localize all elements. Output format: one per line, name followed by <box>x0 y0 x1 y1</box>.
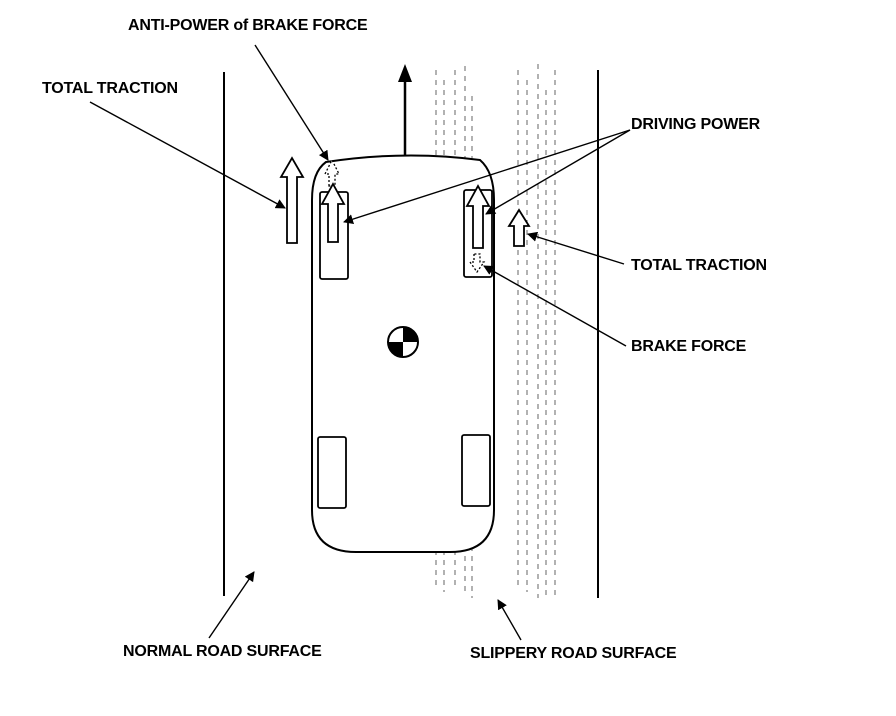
total-traction-left-arrow-icon <box>279 156 305 244</box>
leader-total-traction-left <box>89 101 286 209</box>
travel-direction-arrow-icon <box>398 64 412 157</box>
leader-brake-force <box>483 265 627 347</box>
rear-left-wheel <box>317 436 347 509</box>
driving-power-right-arrow-icon <box>465 184 491 249</box>
leader-total-traction-right <box>527 231 625 265</box>
center-of-gravity-icon <box>387 326 419 358</box>
driving-power-left-arrow-icon <box>320 182 346 243</box>
label-normal-road-surface: NORMAL ROAD SURFACE <box>123 643 322 660</box>
label-driving-power: DRIVING POWER <box>631 116 760 133</box>
leader-driving-power-right <box>485 129 631 215</box>
leader-slippery-road <box>497 599 522 641</box>
label-total-traction-left: TOTAL TRACTION <box>42 80 178 97</box>
label-anti-power-of-brake-force: ANTI-POWER of BRAKE FORCE <box>128 17 368 34</box>
anti-power-arrow-icon <box>323 158 341 187</box>
label-brake-force: BRAKE FORCE <box>631 338 747 355</box>
leader-normal-road <box>208 571 255 639</box>
label-total-traction-right: TOTAL TRACTION <box>631 257 767 274</box>
leader-anti-power <box>254 44 329 161</box>
brake-force-arrow-icon <box>468 253 486 274</box>
rear-right-wheel <box>461 434 491 507</box>
leader-driving-power-left <box>343 129 631 225</box>
total-traction-right-arrow-icon <box>507 208 531 247</box>
label-slippery-road-surface: SLIPPERY ROAD SURFACE <box>470 645 677 662</box>
